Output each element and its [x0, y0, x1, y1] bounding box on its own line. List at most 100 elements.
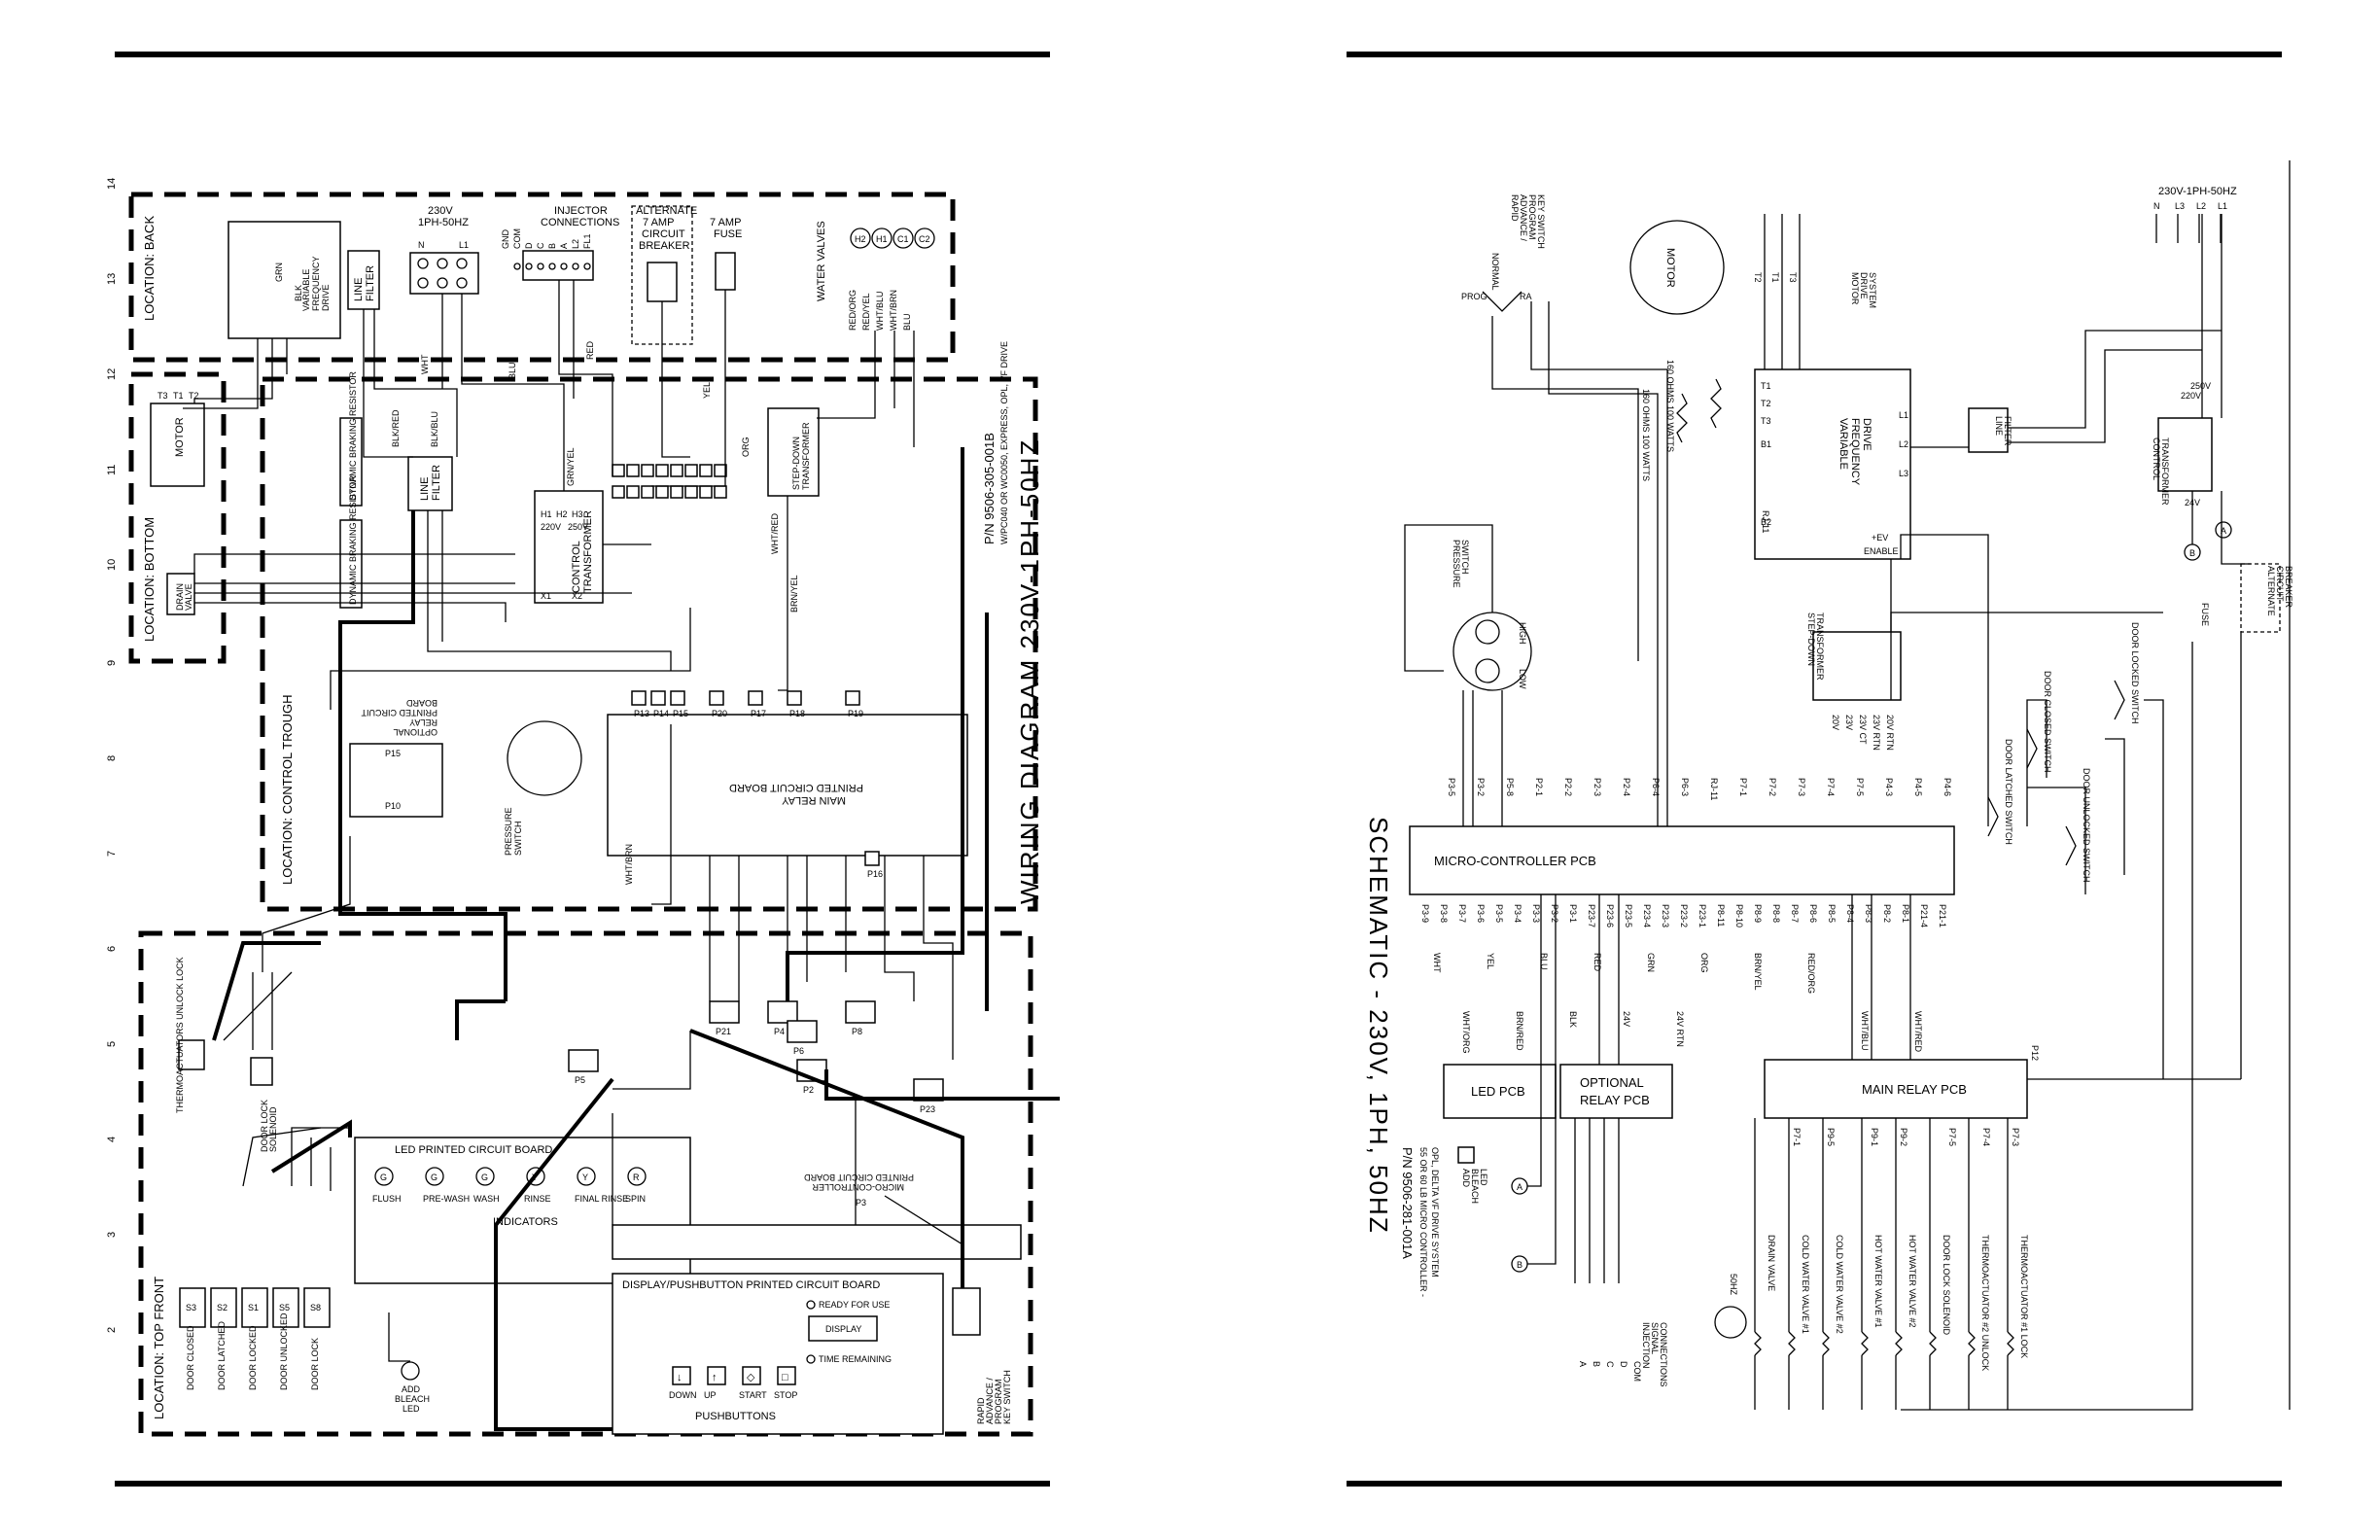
sch-vfd-l3: DRIVE [1861, 418, 1872, 451]
sch-wire-color-11: BRN/RED [1515, 1011, 1524, 1051]
ruler-tick-7: 7 [107, 851, 118, 857]
terminal-cell [655, 485, 669, 499]
pushbutton-up[interactable] [707, 1366, 726, 1385]
pushbutton-label-stop: STOP [774, 1390, 797, 1400]
pushbutton-start[interactable] [742, 1366, 761, 1385]
sch-motor-pin-T2: T2 [1753, 272, 1763, 283]
sch-vfd-pin-T1: T1 [1761, 381, 1771, 391]
injector-pin-0: GND [501, 229, 510, 250]
zone-top-front [138, 930, 1033, 1437]
terminal-n [417, 258, 429, 269]
switch-label-S2: S2 [217, 1303, 228, 1312]
breaker-line3: BREAKER [639, 240, 690, 252]
water-valve-label-H2: H2 [855, 234, 866, 244]
terminal-cell [641, 485, 654, 499]
load-label-1: COLD WATER VALVE #1 [1801, 1235, 1810, 1334]
motor-drive-l1: MOTOR [1850, 272, 1860, 305]
micro-bottom-pin-7: P3-2 [1550, 904, 1559, 923]
sch-wire-color-4: GRN [1646, 953, 1656, 972]
left-wire-label-8: BLK/BLU [430, 411, 439, 447]
pushbutton-stop[interactable] [777, 1366, 796, 1385]
sch-power-term-L3: L3 [2175, 201, 2185, 211]
micro-top-pin-1: P3-2 [1476, 778, 1486, 796]
connector-label-P6: P6 [793, 1046, 804, 1056]
right-top-rule [1347, 52, 2282, 57]
marker-b-top-label: B [2189, 548, 2195, 558]
stepdown-tap-3: 23V RTN [1872, 715, 1881, 751]
vfd-line2: FREQUENCY [311, 256, 321, 311]
led-letter-4: Y [582, 1172, 588, 1182]
sch-vfd-pin-T3: T3 [1761, 416, 1771, 426]
injector-pin-dot [513, 262, 521, 270]
schematic-panel: SCHEMATIC - 230V, 1PH, 50HZ P/N 9506-281… [1347, 156, 2299, 1468]
loc-bottom-label: LOCATION: BOTTOM [142, 517, 157, 642]
key-switch-l2: ADVANCE / [985, 1378, 995, 1424]
micro-bottom-pin-10: P23-6 [1605, 904, 1615, 928]
pushbutton-down[interactable] [672, 1366, 691, 1385]
injector-pin-dot [548, 262, 556, 270]
led-pcb-label: LED PCB [1471, 1084, 1525, 1099]
loc-top-front-label: LOCATION: TOP FRONT [152, 1277, 166, 1419]
opt-relay-pcb-l1: OPTIONAL [1580, 1075, 1644, 1090]
control-transformer-box [534, 490, 604, 604]
pressure-switch-l1: PRESSURE [504, 807, 513, 856]
injector-pin-dot [583, 262, 591, 270]
sch-wire-color-13: 24V [1622, 1011, 1631, 1027]
micro-top-pin-6: P2-4 [1622, 778, 1631, 796]
injector-pin-dot [572, 262, 579, 270]
control-transformer-l1: CONTROL [571, 541, 582, 593]
sch-pressure-l1: PRESSURE [1452, 540, 1461, 588]
micro-bottom-pin-21: P8-6 [1808, 904, 1818, 923]
resistor-zigzag-1 [1710, 378, 1722, 429]
relay-connector-P13 [631, 690, 647, 706]
motor-pin-t2: T2 [189, 391, 199, 401]
sch-key-prog: PROG [1461, 292, 1488, 301]
connector-label-P23: P23 [920, 1104, 935, 1114]
sch-vfd-pin-B1: B1 [1761, 439, 1771, 449]
sch-ctrl-v1: 250V [2190, 381, 2211, 391]
terminal-cell [699, 485, 713, 499]
injector-pin-6: L2 [571, 239, 580, 249]
sch-bleach-l3: LED [1479, 1169, 1488, 1186]
line-filter-l2: FILTER [431, 465, 442, 501]
led-1 [425, 1167, 444, 1186]
water-valves-label: WATER VALVES [816, 221, 827, 301]
breaker-body [647, 262, 678, 302]
back-line-filter-l1: LINE [353, 278, 365, 301]
injector-pin-5: A [559, 243, 569, 249]
led-board-title: LED PRINTED CIRCUIT BOARD [395, 1144, 552, 1156]
micro-bottom-pin-1: P3-8 [1439, 904, 1449, 923]
micro-bottom-pin-23: P8-4 [1845, 904, 1855, 923]
schematic-title: SCHEMATIC - 230V, 1PH, 50HZ [1364, 817, 1393, 1235]
schematic-motor [1629, 220, 1725, 315]
injector-pin-4: B [547, 243, 557, 249]
micro-board-l1: MICRO-CONTROLLER [812, 1182, 904, 1192]
injector-pin-7: FL1 [582, 233, 592, 249]
load-coil-1 [1788, 1331, 1796, 1356]
sch-stepdown [1812, 631, 1902, 701]
display-window [808, 1315, 878, 1342]
micro-top-pin-0: P3-5 [1447, 778, 1456, 796]
time-label: TIME REMAINING [819, 1354, 892, 1364]
right-bottom-rule [1347, 1481, 2282, 1487]
micro-bottom-pin-3: P3-6 [1476, 904, 1486, 923]
terminal-n-lower [417, 277, 429, 289]
stepdown-tap-4: 20V RTN [1885, 715, 1895, 751]
relay-connector-P20 [709, 690, 724, 706]
sch-line-filter [1968, 407, 2009, 453]
terminal-cell [670, 464, 683, 477]
indicators-label: INDICATORS [493, 1216, 558, 1228]
led-pcb [1443, 1064, 1557, 1119]
sch-breaker-l1: ALTERNATE [2266, 566, 2276, 616]
power-phase: 1PH-50HZ [418, 217, 469, 228]
relay-connector-label-P20: P20 [712, 709, 727, 718]
breaker-line1: 7 AMP [643, 217, 674, 228]
micro-bottom-pin-27: P21-4 [1919, 904, 1929, 928]
transformer-volt-220: 220V [541, 522, 561, 532]
connector-P6 [787, 1020, 818, 1043]
